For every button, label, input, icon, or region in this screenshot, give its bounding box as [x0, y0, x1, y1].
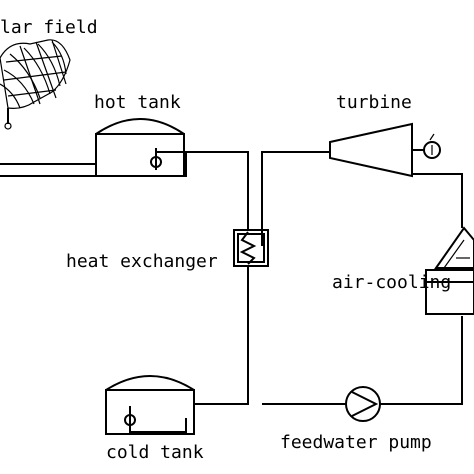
- hot-tank-label: hot tank: [94, 92, 181, 113]
- hot-tank: [95, 118, 185, 177]
- heat-exchanger-label: heat exchanger: [66, 251, 218, 272]
- feedwater-pump: [345, 386, 381, 422]
- air-cooling-unit: [425, 220, 474, 315]
- heat-exchanger: [233, 229, 269, 267]
- air-cooling-label: air-cooling: [332, 272, 451, 293]
- turbine: [329, 122, 441, 178]
- cold-tank: [105, 375, 195, 435]
- solar-field-label: lar field: [0, 17, 98, 38]
- feedwater-pump-label: feedwater pump: [280, 432, 432, 453]
- cold-tank-label: cold tank: [106, 442, 204, 463]
- turbine-label: turbine: [336, 92, 412, 113]
- piping: [0, 148, 463, 433]
- solar-field-collector: [0, 39, 71, 130]
